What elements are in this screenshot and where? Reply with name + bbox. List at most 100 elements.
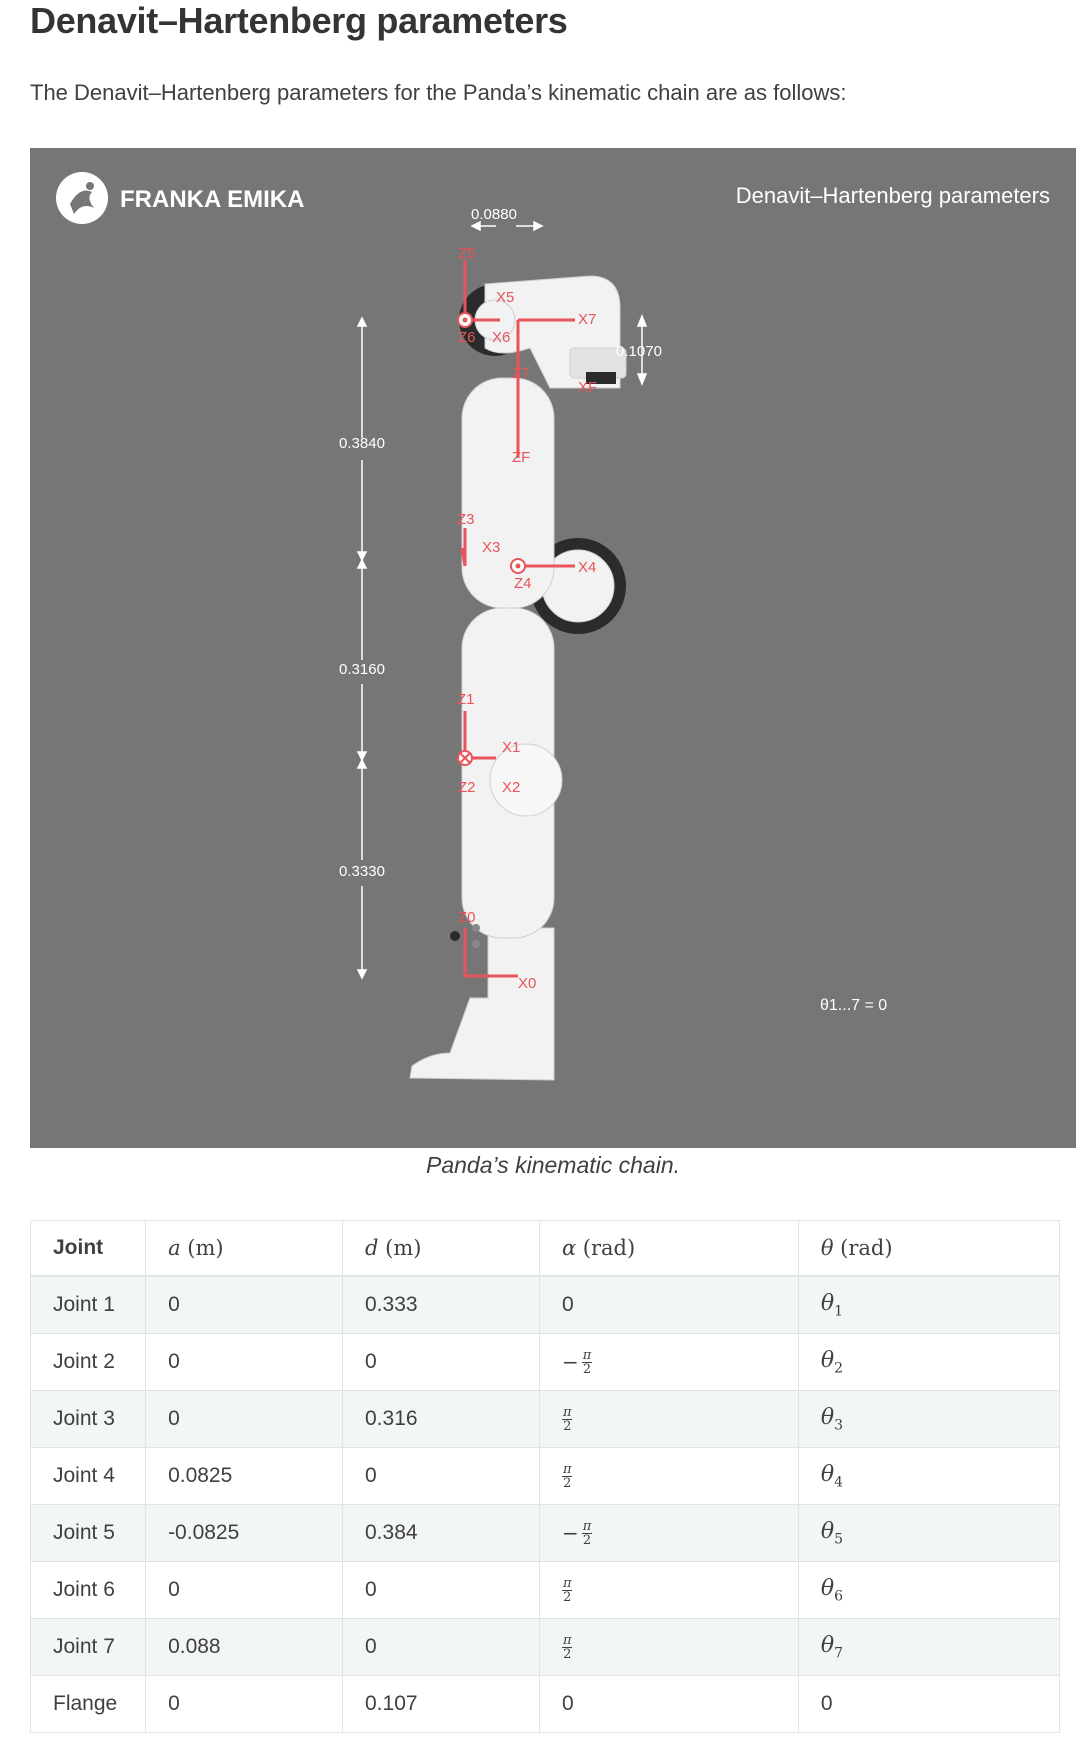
svg-text:Z0: Z0: [458, 909, 476, 926]
dim-d3: 0.3160: [339, 661, 385, 678]
cell-theta: θ7: [797, 1618, 1061, 1676]
cell-a: 0: [145, 1675, 343, 1733]
cell-theta: θ4: [797, 1447, 1061, 1505]
svg-text:X7: X7: [578, 311, 596, 328]
svg-text:Z5: Z5: [458, 245, 476, 262]
svg-text:Z7: Z7: [512, 365, 530, 382]
cell-joint: Joint 6: [29, 1561, 147, 1619]
cell-a: 0: [145, 1333, 343, 1391]
svg-text:Z3: Z3: [457, 511, 475, 528]
cell-theta: θ5: [797, 1504, 1061, 1562]
svg-text:X4: X4: [578, 559, 596, 576]
svg-text:X2: X2: [502, 779, 520, 796]
svg-text:X0: X0: [518, 975, 536, 992]
cell-theta: θ2: [797, 1333, 1061, 1391]
theta-symbol: θ5: [820, 1518, 844, 1548]
dim-d5: 0.3840: [339, 435, 385, 452]
cell-a: 0: [145, 1275, 343, 1334]
svg-text:Z2: Z2: [458, 779, 476, 796]
header-joint: Joint: [29, 1220, 147, 1277]
frame-labels: Z0 X0 Z1 X1 Z2 X2 Z3 X3 Z4 X4 Z5 X5 Z6 X…: [457, 245, 597, 992]
joint-markers: [457, 312, 526, 766]
dim-top-offset: 0.0880: [471, 206, 517, 223]
cell-d: 0.316: [342, 1390, 540, 1448]
alpha-minus-sign: −: [561, 1521, 579, 1545]
svg-text:ZF: ZF: [512, 449, 530, 466]
cell-a: -0.0825: [145, 1504, 343, 1562]
header-alpha: α (rad): [538, 1220, 799, 1277]
alpha-minus-sign: −: [561, 1350, 579, 1374]
intro-paragraph: The Denavit–Hartenberg parameters for th…: [30, 80, 847, 105]
page-heading: Denavit–Hartenberg parameters: [30, 0, 568, 41]
dh-parameters-table: Joint a (m) d (m) α (rad) θ (rad) Joint …: [29, 1220, 1061, 1733]
cell-theta: θ6: [797, 1561, 1061, 1619]
dim-d1: 0.3330: [339, 863, 385, 880]
svg-text:XF: XF: [578, 379, 597, 396]
figure-caption: Panda’s kinematic chain.: [426, 1152, 680, 1178]
cell-d: 0: [342, 1447, 540, 1505]
cell-joint: Flange: [29, 1675, 147, 1733]
cell-joint: Joint 3: [29, 1390, 147, 1448]
theta-symbol: θ4: [820, 1461, 844, 1491]
theta-symbol: θ7: [820, 1632, 844, 1662]
cell-joint: Joint 2: [29, 1333, 147, 1391]
cell-theta: 0: [797, 1675, 1061, 1733]
cell-a: 0: [145, 1561, 343, 1619]
cell-joint: Joint 5: [29, 1504, 147, 1562]
theta-symbol: θ6: [820, 1575, 844, 1605]
svg-text:X6: X6: [492, 329, 510, 346]
figure-title: Denavit–Hartenberg parameters: [736, 183, 1050, 208]
cell-theta: θ3: [797, 1390, 1061, 1448]
cell-a: 0: [145, 1390, 343, 1448]
cell-d: 0.333: [342, 1275, 540, 1334]
cell-a: 0.088: [145, 1618, 343, 1676]
cell-d: 0: [342, 1561, 540, 1619]
svg-text:Z4: Z4: [514, 575, 532, 592]
svg-text:X3: X3: [482, 539, 500, 556]
theta-symbol: θ1: [820, 1290, 844, 1320]
cell-joint: Joint 1: [29, 1275, 147, 1334]
header-a: a (m): [145, 1220, 343, 1277]
cell-joint: Joint 4: [29, 1447, 147, 1505]
cell-d: 0: [342, 1618, 540, 1676]
svg-text:Z1: Z1: [457, 691, 475, 708]
cell-d: 0.107: [342, 1675, 540, 1733]
header-d: d (m): [342, 1220, 540, 1277]
theta-symbol: θ3: [820, 1404, 844, 1434]
brand-name: FRANKA EMIKA: [120, 186, 304, 213]
cell-alpha: 0: [538, 1675, 799, 1733]
header-theta: θ (rad): [797, 1220, 1061, 1277]
dimension-lines: [356, 220, 648, 980]
kinematic-chain-figure: FRANKA EMIKA Denavit–Hartenberg paramete…: [30, 148, 1076, 1148]
cell-theta: θ1: [797, 1275, 1061, 1334]
svg-text:X5: X5: [496, 289, 514, 306]
cell-joint: Joint 7: [29, 1618, 147, 1676]
cell-d: 0: [342, 1333, 540, 1391]
svg-text:X1: X1: [502, 739, 520, 756]
cell-d: 0.384: [342, 1504, 540, 1562]
svg-text:Z6: Z6: [458, 329, 476, 346]
cell-a: 0.0825: [145, 1447, 343, 1505]
dim-flange: 0.1070: [616, 343, 662, 360]
cell-alpha: 0: [538, 1275, 799, 1334]
theta-zero-note: θ1...7 = 0: [820, 997, 887, 1014]
